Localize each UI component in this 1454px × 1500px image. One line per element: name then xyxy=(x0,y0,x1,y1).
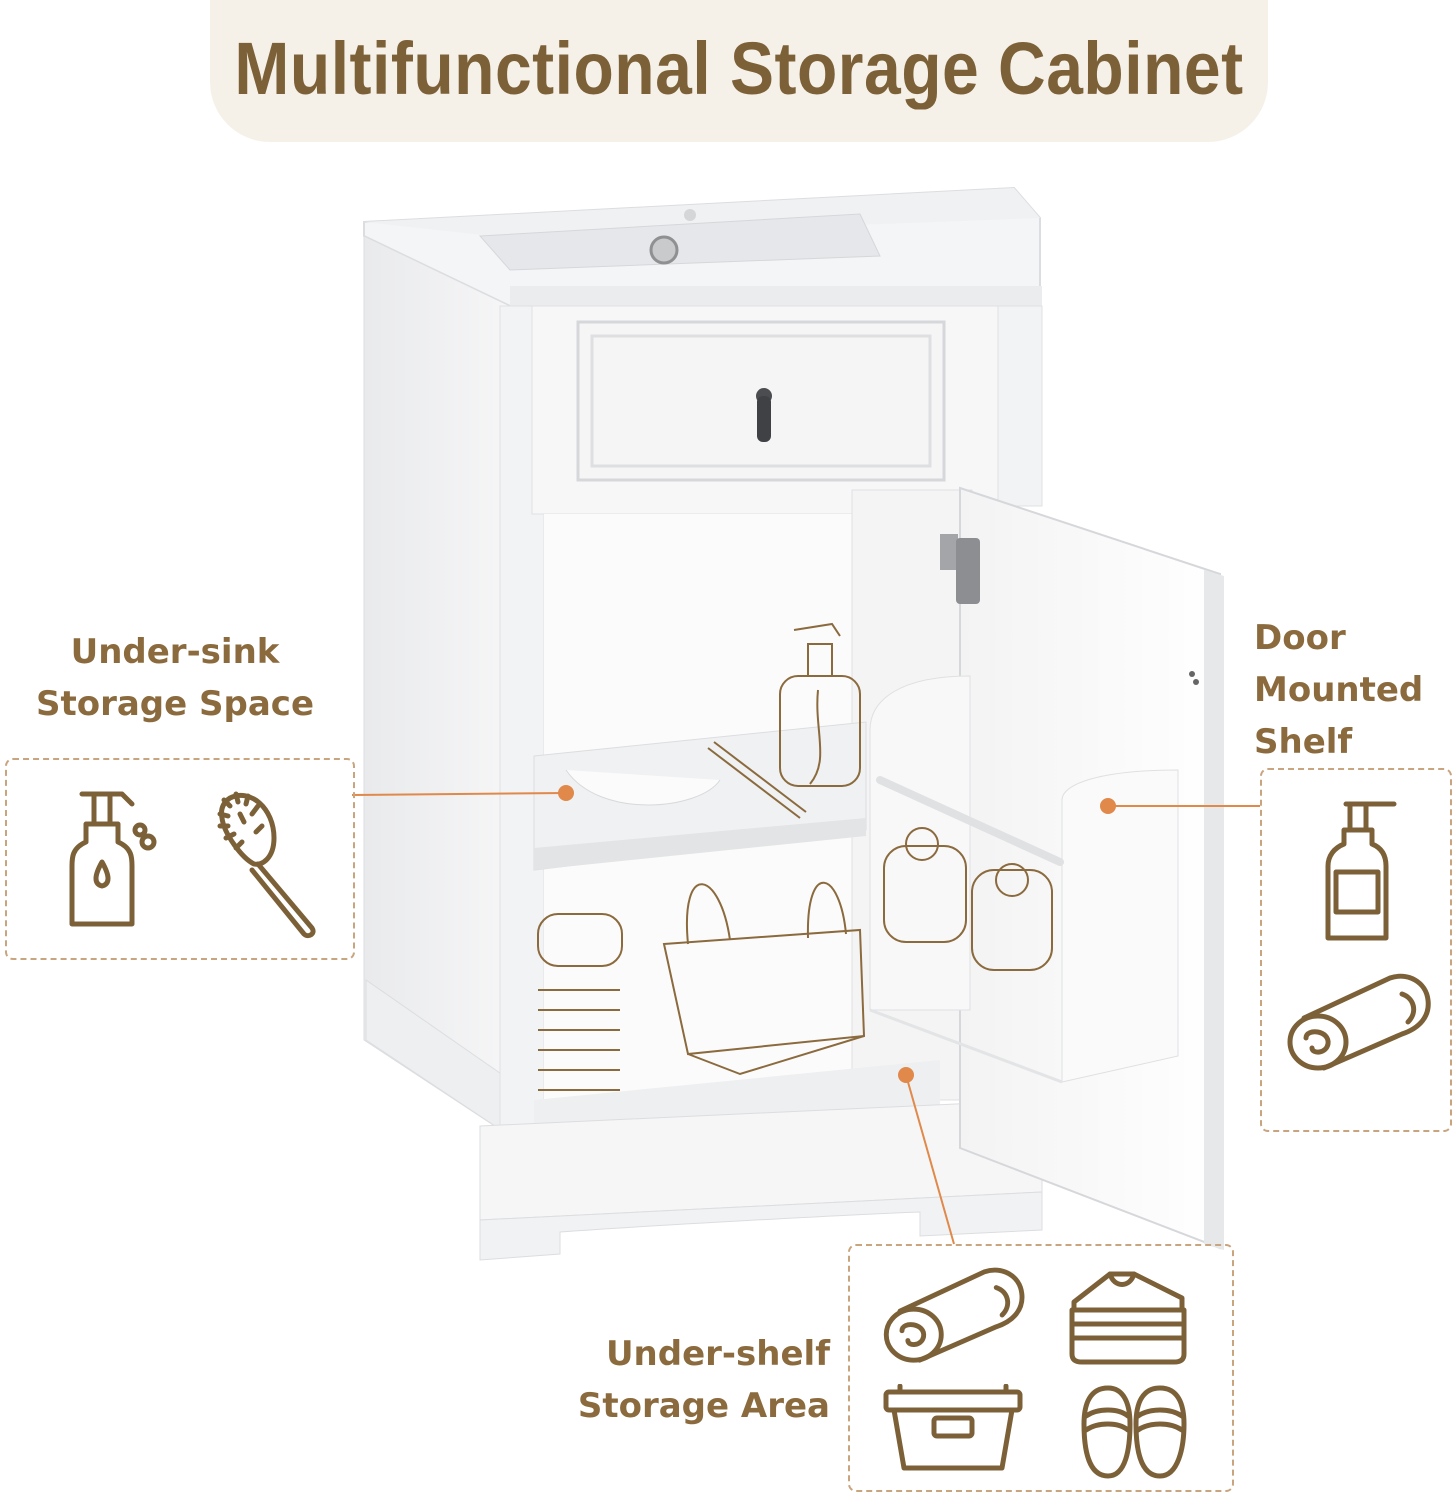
callout-dot-under-sink xyxy=(558,785,574,801)
cabinet-door xyxy=(869,486,1224,1250)
callout-dot-door-shelf xyxy=(1100,798,1116,814)
title-banner: Multifunctional Storage Cabinet xyxy=(210,0,1268,142)
storage-box-icon xyxy=(883,1384,1023,1471)
under-sink-icon-box xyxy=(5,758,355,960)
door-shelf-line2: Mounted xyxy=(1254,670,1424,710)
callout-dot-under-shelf xyxy=(898,1067,914,1083)
under-shelf-icon-box xyxy=(848,1244,1234,1492)
door-shelf-line1: Door xyxy=(1254,618,1346,658)
hairbrush-icon xyxy=(217,791,316,939)
under-shelf-line1: Under-shelf xyxy=(605,1334,830,1374)
under-shelf-label: Under-shelf Storage Area xyxy=(560,1328,830,1432)
sink-top xyxy=(363,186,1042,308)
under-sink-line2: Storage Space xyxy=(35,684,315,724)
under-sink-label: Under-sink Storage Space xyxy=(20,626,330,730)
folded-clothes-icon xyxy=(1069,1271,1187,1365)
page-title: Multifunctional Storage Cabinet xyxy=(234,26,1244,110)
illustrated-items xyxy=(537,622,1053,1091)
under-sink-line1: Under-sink xyxy=(70,632,280,672)
slippers-icon xyxy=(1081,1385,1187,1479)
drawer xyxy=(576,320,946,482)
door-shelf-line3: Shelf xyxy=(1254,722,1353,762)
door-shelf-label: Door Mounted Shelf xyxy=(1254,612,1454,768)
cabinet-base xyxy=(479,1099,1043,1261)
soap-dispenser-icon xyxy=(69,791,157,927)
under-shelf-line2: Storage Area xyxy=(577,1386,830,1426)
callout-lines xyxy=(351,785,1260,1245)
rolled-towel-icon xyxy=(883,1267,1025,1363)
rolled-towel-icon xyxy=(1287,973,1431,1071)
lotion-bottle-icon xyxy=(1325,801,1397,941)
door-shelf-icon-box xyxy=(1260,768,1452,1132)
